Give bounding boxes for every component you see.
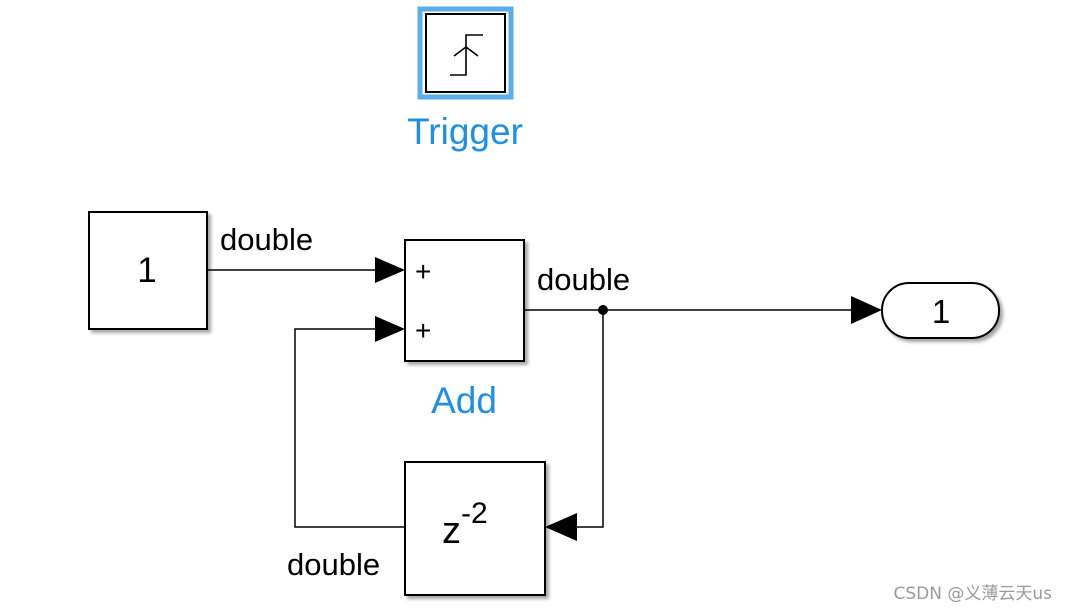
signal-label-add-out: double [537,262,630,297]
delay-expression: z-2 [442,497,488,552]
signal-line-delay-to-add[interactable] [294,328,405,528]
outport-block[interactable]: 1 [881,282,1000,339]
constant-block[interactable]: 1 [88,211,208,330]
trigger-block-body [425,13,506,93]
delay-base: z [442,510,461,552]
watermark: CSDN @义薄云天us [893,584,1052,604]
add-block-body [404,239,525,362]
trigger-block[interactable] [417,6,514,100]
branch-point [598,305,608,315]
add-port2-sign: + [415,315,431,346]
arrowhead-delay-input [545,513,577,541]
signal-label-delay-out: double [287,547,380,582]
constant-block-body [88,211,208,330]
add-port1-sign: + [415,256,431,287]
add-block[interactable]: + + [404,239,525,362]
delay-block[interactable]: z-2 [404,461,546,596]
selection-highlight [417,6,514,100]
signal-line-branch-to-delay[interactable] [571,310,604,528]
constant-value: 1 [137,251,156,290]
outport-number: 1 [932,293,950,330]
arrowhead-outport [851,296,882,324]
signal-label-constant-to-add: double [220,222,313,257]
rising-edge-trigger-icon [450,34,483,76]
delay-block-body [404,461,546,596]
delay-exponent: -2 [461,497,488,530]
arrowhead-add-port1 [375,257,405,283]
outport-block-body [881,282,1000,339]
add-block-name[interactable]: Add [431,380,497,421]
trigger-block-name[interactable]: Trigger [407,111,523,152]
arrowhead-add-port2 [375,316,405,342]
